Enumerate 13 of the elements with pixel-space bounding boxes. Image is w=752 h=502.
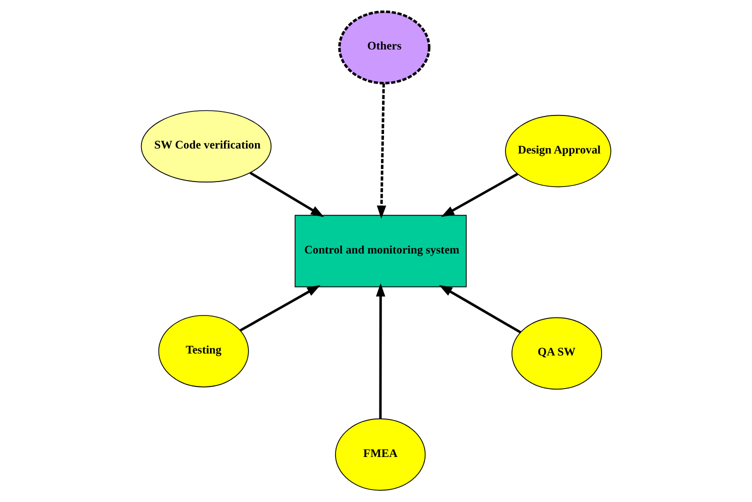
node-ellipse: QA SW	[512, 317, 602, 390]
arrow	[376, 83, 386, 219]
arrow	[438, 284, 522, 334]
node-ellipse: SW Code verification	[140, 110, 272, 182]
node-ellipse: Testing	[158, 315, 249, 388]
arrow	[250, 172, 324, 218]
node-box: Control and monitoring system	[294, 214, 467, 288]
arrow	[240, 285, 320, 332]
node-ellipse: Design Approval	[505, 114, 612, 188]
arrow	[441, 172, 518, 218]
node-ellipse: FMEA	[335, 418, 426, 491]
arrow	[376, 283, 386, 419]
node-ellipse: Others	[338, 10, 430, 84]
